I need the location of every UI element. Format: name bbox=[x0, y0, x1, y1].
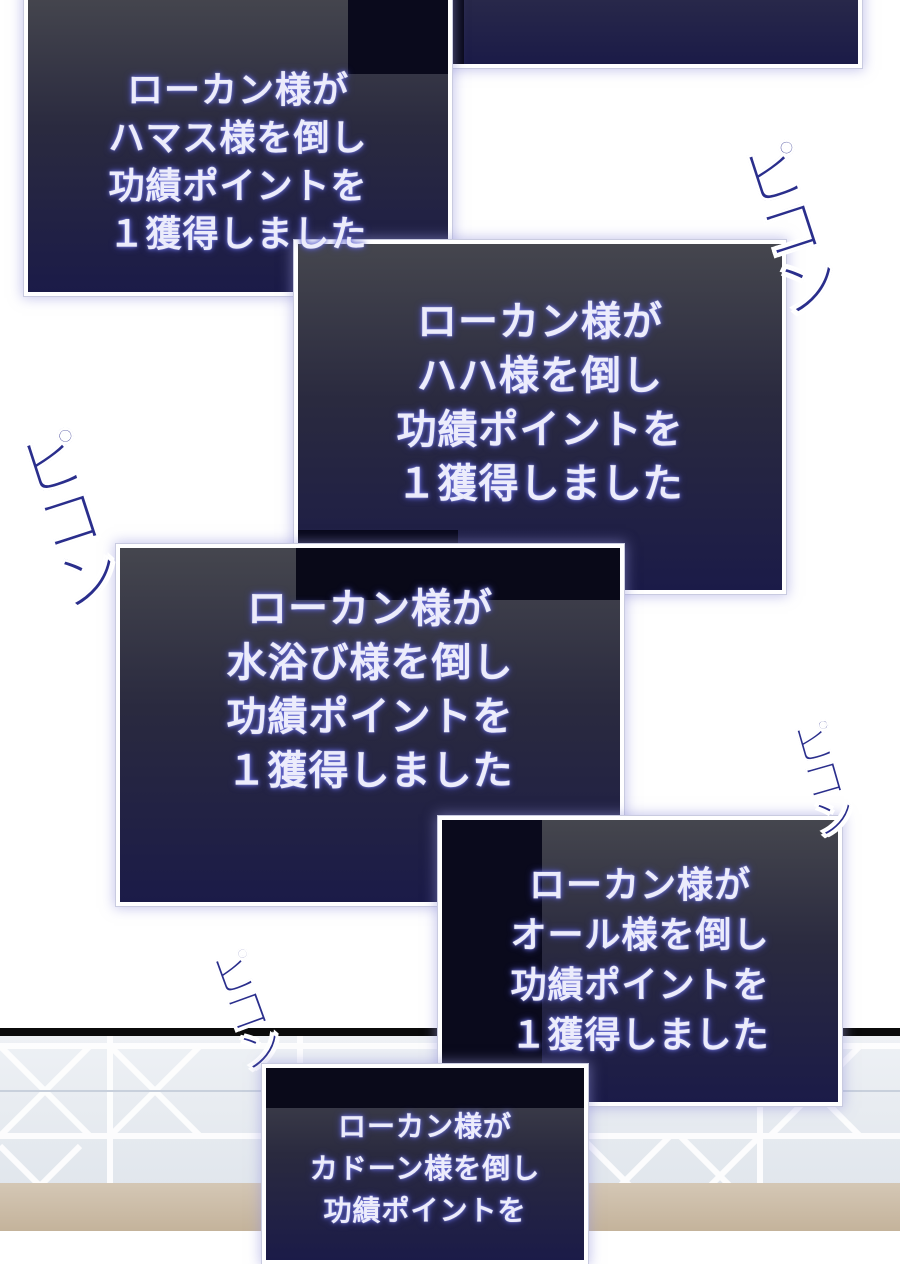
message-line: １獲得しました bbox=[108, 214, 368, 255]
message-line: 功績ポイントを bbox=[226, 694, 514, 740]
message-line: 功績ポイントを bbox=[323, 1194, 527, 1227]
message-line: ローカン様が bbox=[417, 299, 663, 345]
panel-message: ローカン様が ハハ様を倒し 功績ポイントを １獲得しました bbox=[397, 295, 684, 511]
message-line: 功績ポイントを bbox=[510, 965, 770, 1006]
notification-panel-5: ローカン様が カドーン様を倒し 功績ポイントを bbox=[262, 1064, 588, 1264]
panel-message: ローカン様が 水浴び様を倒し 功績ポイントを １獲得しました bbox=[227, 582, 514, 798]
message-line: ローカン様が bbox=[337, 1110, 512, 1143]
message-line: １獲得しました bbox=[226, 748, 514, 794]
notification-panel-3: ローカン様が 水浴び様を倒し 功績ポイントを １獲得しました bbox=[116, 544, 624, 906]
message-line: １獲得しました bbox=[510, 1015, 770, 1056]
message-line: 功績ポイントを bbox=[396, 407, 684, 453]
message-line: ローカン様が bbox=[528, 865, 751, 906]
panel-message: ローカン様が オール様を倒し 功績ポイントを １獲得しました bbox=[510, 861, 769, 1061]
sfx-picon-2: ピコン bbox=[0, 420, 128, 616]
notification-panel-1: ローカン様が ハマス様を倒し 功績ポイントを １獲得しました bbox=[24, 0, 452, 296]
message-line: カドーン様を倒し bbox=[309, 1152, 541, 1185]
message-line: ローカン様が bbox=[247, 586, 493, 632]
message-line: １獲得しました bbox=[396, 461, 684, 507]
message-line: 功績ポイントを bbox=[108, 166, 368, 207]
message-line: 水浴び様を倒し bbox=[226, 640, 514, 686]
message-line: ハマス様を倒し bbox=[108, 118, 368, 159]
message-line: ハハ様を倒し bbox=[417, 353, 663, 399]
notification-panel-4: ローカン様が オール様を倒し 功績ポイントを １獲得しました bbox=[438, 816, 842, 1106]
message-line: ローカン様が bbox=[126, 70, 349, 111]
notification-panel-2: ローカン様が ハハ様を倒し 功績ポイントを １獲得しました bbox=[294, 240, 786, 594]
panel-message: ローカン様が ハマス様を倒し 功績ポイントを １獲得しました bbox=[108, 67, 367, 259]
panel-message: ローカン様が カドーン様を倒し 功績ポイントを bbox=[310, 1106, 541, 1232]
message-line: オール様を倒し bbox=[510, 915, 770, 956]
